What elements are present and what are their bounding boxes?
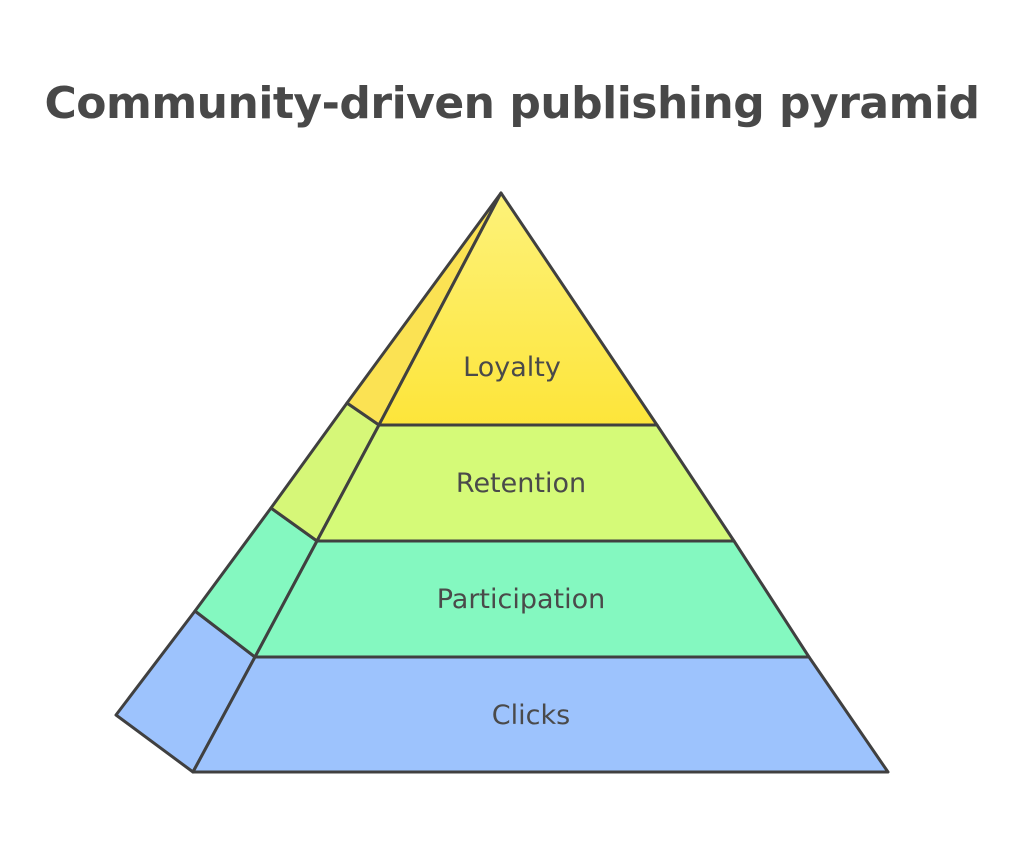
pyramid-level-clicks: Clicks <box>114 609 890 774</box>
clicks-label: Clicks <box>492 700 570 731</box>
loyalty-front-face <box>377 191 659 427</box>
loyalty-label: Loyalty <box>463 352 561 383</box>
pyramid-level-participation: Participation <box>193 506 811 659</box>
pyramid-level-retention: Retention <box>269 401 736 543</box>
participation-label: Participation <box>437 584 606 615</box>
diagram-title: Community-driven publishing pyramid <box>44 78 980 129</box>
retention-label: Retention <box>456 468 586 499</box>
pyramid-level-loyalty: Loyalty <box>345 191 659 427</box>
